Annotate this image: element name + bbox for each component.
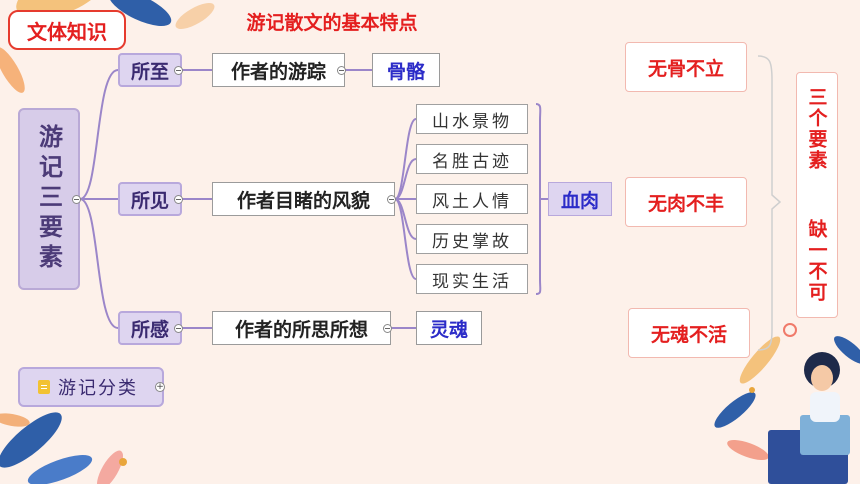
node-seen-scenery[interactable]: 作者目睹的风貌 <box>212 182 395 216</box>
expand-button[interactable]: + <box>155 382 165 392</box>
collapse-button[interactable] <box>174 195 183 204</box>
summary-text: 三个要素 缺一不可 <box>805 87 828 303</box>
section-tag: 文体知识 <box>8 10 126 50</box>
leaf-reality[interactable]: 现实生活 <box>416 264 528 294</box>
collapse-button[interactable] <box>387 195 396 204</box>
page-title: 游记散文的基本特点 <box>246 12 418 34</box>
collapse-button[interactable] <box>383 324 392 333</box>
leaf-history[interactable]: 历史掌故 <box>416 224 528 254</box>
note-no-flesh: 无肉不丰 <box>625 177 747 227</box>
leaf-landmarks[interactable]: 名胜古迹 <box>416 144 528 174</box>
collapse-button[interactable] <box>337 66 346 75</box>
note-no-soul: 无魂不活 <box>628 308 750 358</box>
collapse-button[interactable] <box>174 324 183 333</box>
collapse-button[interactable] <box>174 66 183 75</box>
branch-suojian[interactable]: 所见 <box>118 182 182 216</box>
document-icon <box>38 380 50 394</box>
node-travel-route[interactable]: 作者的游踪 <box>212 53 345 87</box>
root-label: 游记三要素 <box>34 124 63 274</box>
note-no-bone: 无骨不立 <box>625 42 747 92</box>
summary-box: 三个要素 缺一不可 <box>796 72 838 318</box>
collapse-button[interactable] <box>72 195 81 204</box>
leaf-mountains[interactable]: 山水景物 <box>416 104 528 134</box>
meaning-soul[interactable]: 灵魂 <box>416 311 482 345</box>
meaning-flesh[interactable]: 血肉 <box>548 182 612 216</box>
branch-suozhi[interactable]: 所至 <box>118 53 182 87</box>
branch-suogan[interactable]: 所感 <box>118 311 182 345</box>
leaf-customs[interactable]: 风土人情 <box>416 184 528 214</box>
node-thoughts[interactable]: 作者的所思所想 <box>212 311 391 345</box>
meaning-skeleton[interactable]: 骨骼 <box>372 53 440 87</box>
root-node[interactable]: 游记三要素 <box>18 108 80 290</box>
category-label: 游记分类 <box>58 378 138 399</box>
category-node[interactable]: 游记分类 <box>18 367 164 407</box>
